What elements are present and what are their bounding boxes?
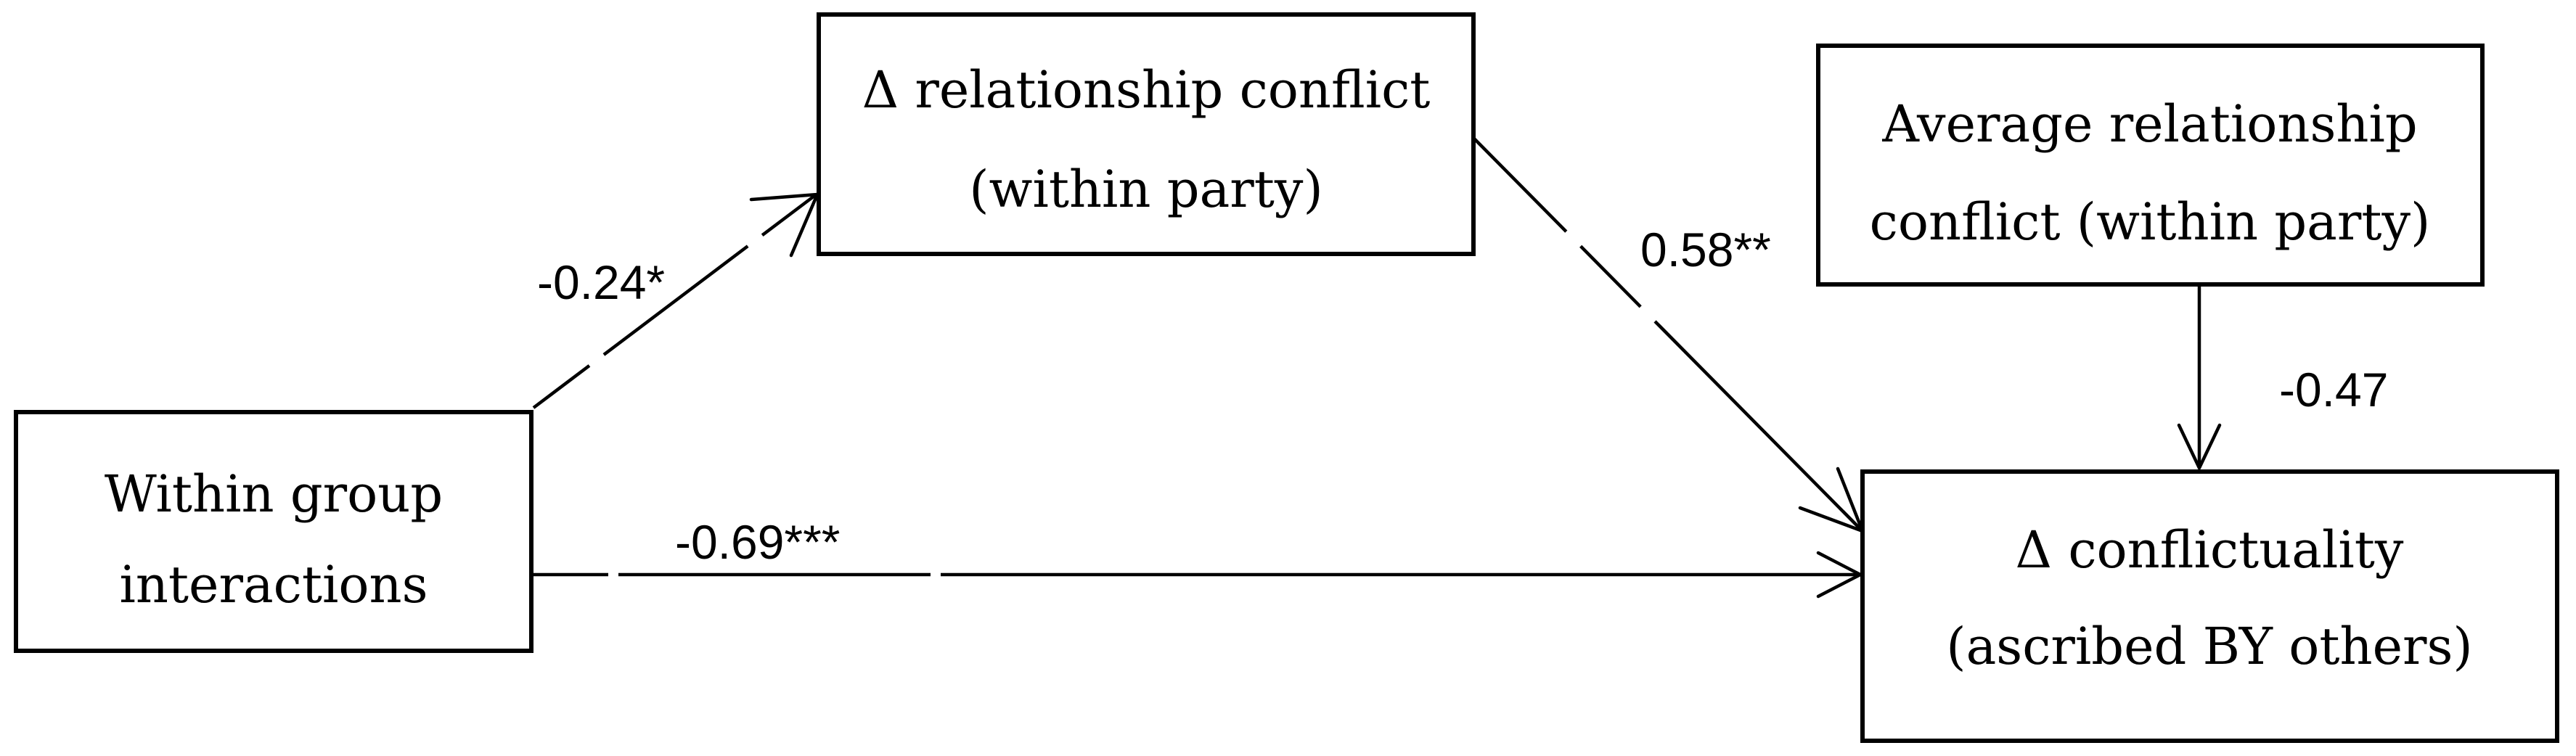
- node-within-group-interactions: Within group interactions: [14, 410, 533, 653]
- node-label-line-1: Average relationship: [1881, 94, 2417, 154]
- edge-relationship-to-conflictuality: [1472, 136, 1865, 533]
- edge-average-to-conflictuality: [2177, 284, 2222, 470]
- node-label-line-2: interactions: [119, 555, 428, 615]
- node-conflictuality: Δ conflictuality (ascribed BY others): [1860, 469, 2559, 743]
- edge-label-within-to-relationship: -0.24*: [537, 255, 665, 309]
- edge-label-average-to-conflictuality: -0.47: [2279, 363, 2388, 416]
- arrowhead: [749, 192, 819, 258]
- node-relationship-conflict: Δ relationship conflict (within party): [817, 12, 1476, 256]
- edge-label-within-to-conflictuality: -0.69***: [675, 515, 841, 569]
- node-average-relationship-conflict: Average relationship conflict (within pa…: [1816, 44, 2485, 287]
- arrowhead: [2177, 423, 2222, 470]
- node-label-line-1: Δ relationship conflict: [862, 60, 1431, 120]
- node-label-line-1: Within group: [105, 464, 443, 524]
- edge-label-relationship-to-conflictuality: 0.58**: [1640, 223, 1771, 276]
- node-label-line-2: (within party): [969, 160, 1323, 219]
- node-label-line-2: (ascribed BY others): [1946, 617, 2472, 676]
- node-label-line-1: Δ conflictuality: [2016, 520, 2404, 580]
- node-label-line-2: conflict (within party): [1870, 192, 2431, 252]
